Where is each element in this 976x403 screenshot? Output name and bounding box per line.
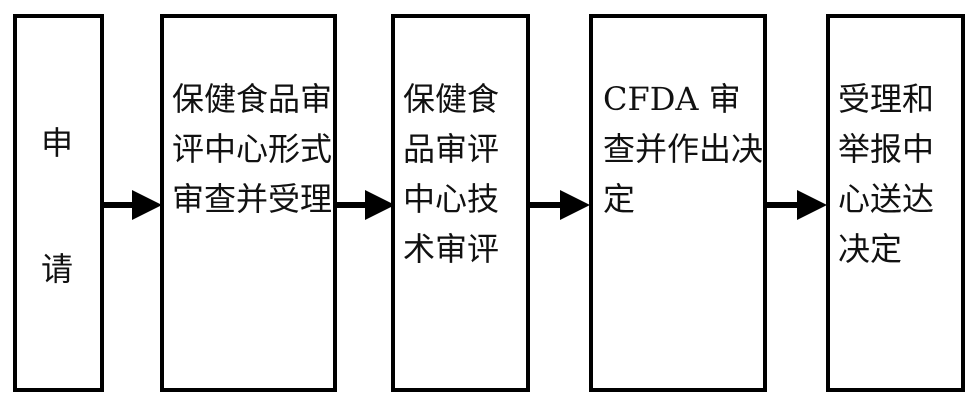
step-formal-review-text: 保健食品审评中心形式审查并受理 bbox=[172, 80, 333, 218]
arrow-2-head bbox=[365, 190, 395, 220]
arrow-2 bbox=[337, 190, 395, 220]
arrow-4 bbox=[767, 190, 827, 220]
step-box-delivery: 受理和举报中心送达决定 bbox=[826, 14, 965, 392]
arrow-3-head bbox=[560, 190, 590, 220]
arrow-1-head bbox=[132, 190, 162, 220]
step-apply-char-2: 请 bbox=[41, 250, 74, 288]
step-box-apply: 申 请 bbox=[13, 14, 104, 392]
arrow-3-shaft bbox=[530, 202, 562, 208]
arrow-1 bbox=[104, 190, 162, 220]
step-box-formal-review: 保健食品审评中心形式审查并受理 bbox=[160, 14, 337, 392]
arrow-1-shaft bbox=[104, 202, 134, 208]
step-delivery-text: 受理和举报中心送达决定 bbox=[838, 80, 935, 268]
arrow-4-shaft bbox=[767, 202, 799, 208]
step-apply-char-1: 申 bbox=[41, 124, 74, 162]
step-cfda-decision-text: CFDA 审查并作出决定 bbox=[603, 80, 764, 218]
arrow-3 bbox=[530, 190, 590, 220]
arrow-4-head bbox=[797, 190, 827, 220]
arrow-2-shaft bbox=[337, 202, 367, 208]
step-box-cfda-decision: CFDA 审查并作出决定 bbox=[589, 14, 767, 392]
step-technical-review-text: 保健食品审评中心技术审评 bbox=[403, 80, 500, 268]
step-box-technical-review: 保健食品审评中心技术审评 bbox=[391, 14, 530, 392]
